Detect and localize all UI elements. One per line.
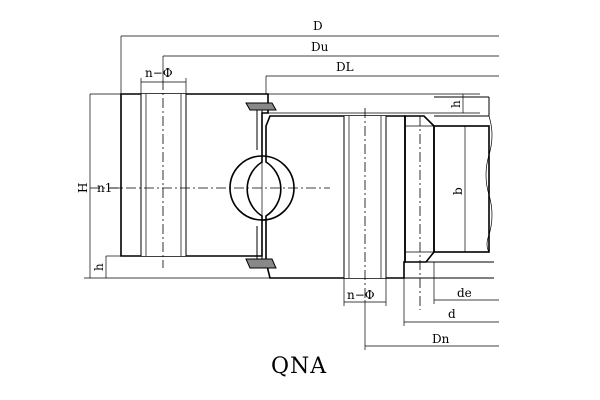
dim-label-Dn: Dn — [432, 332, 450, 346]
seal-bottom — [245, 226, 277, 269]
dim-label-Du: Du — [311, 40, 329, 54]
dim-label-n1: n1 — [97, 181, 112, 195]
dim-label-h-left: h — [92, 263, 106, 271]
dim-label-n-phi-bottom: n−Φ — [347, 288, 375, 302]
gear-teeth-section — [404, 96, 494, 310]
dim-label-de: de — [457, 286, 472, 300]
model-caption: QNA — [271, 354, 327, 379]
dim-label-H: H — [76, 183, 90, 193]
dim-label-b: b — [451, 187, 465, 195]
outer-ring-section — [120, 80, 269, 268]
dim-label-n-phi-top: n−Φ — [145, 66, 173, 80]
dim-label-DL: DL — [336, 60, 354, 74]
seal-top — [245, 102, 277, 150]
inner-ring-section — [265, 108, 406, 300]
dim-label-D: D — [313, 19, 323, 33]
dim-label-h-right: h — [449, 100, 463, 108]
dim-label-d: d — [448, 307, 456, 321]
dimension-lines — [84, 35, 499, 350]
